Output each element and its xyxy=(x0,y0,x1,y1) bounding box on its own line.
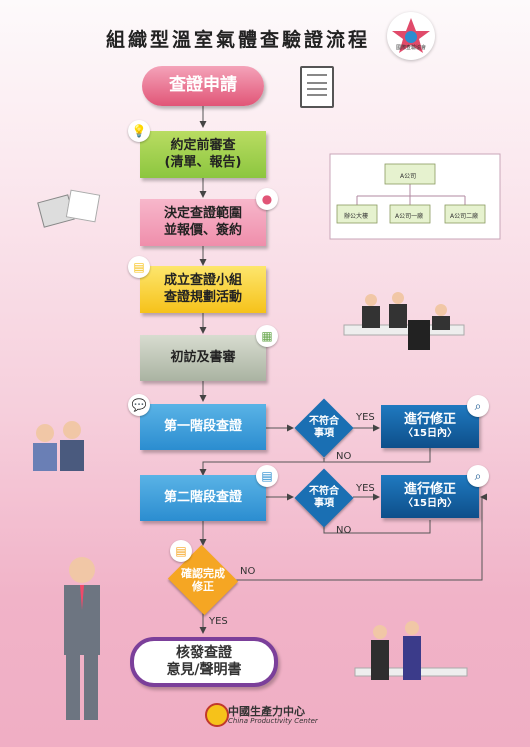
stage1-label: 第一階段查證 xyxy=(163,418,242,434)
prereview-step: 約定前審查 (清單、報告) xyxy=(140,131,266,178)
document-stack-icon xyxy=(65,189,101,223)
presenter-illustration xyxy=(64,557,100,720)
scope-label-2: 並報價、簽約 xyxy=(163,222,242,238)
decision2-yes: YES xyxy=(356,483,375,494)
decision1-line1: 不符合 xyxy=(309,416,339,427)
team-label-2: 查證規劃活動 xyxy=(163,289,242,305)
form-icon: ▤ xyxy=(170,540,192,562)
notepad-icon: ▤ xyxy=(256,465,278,487)
footer-cn: 中國生產力中心 xyxy=(228,705,305,718)
decision1-diamond: 不符合 事項 xyxy=(294,398,354,458)
org-mid: A公司一廠 xyxy=(395,213,424,220)
confirm-line2: 修正 xyxy=(192,580,214,593)
chat-icon: 💬 xyxy=(128,394,150,416)
apply-step: 查證申請 xyxy=(142,66,264,106)
correct1-step: 進行修正 〈15日內〉 xyxy=(381,405,479,448)
logo-text: 國際查驗協會 xyxy=(395,45,426,51)
handshake-illustration xyxy=(354,621,468,680)
apply-label: 查證申請 xyxy=(169,75,237,96)
decision1-no: NO xyxy=(336,451,352,462)
final-line2: 意見/聲明書 xyxy=(166,662,242,678)
correct2-step: 進行修正 〈15日內〉 xyxy=(381,475,479,518)
org-right: A公司二廠 xyxy=(450,213,479,220)
meeting-illustration xyxy=(343,292,465,350)
decision2-line2: 事項 xyxy=(314,498,334,509)
final-line1: 核發查證 xyxy=(176,644,232,661)
checklist-icon: ▦ xyxy=(256,325,278,347)
arrow-confirm-no xyxy=(236,493,487,581)
correct2-line1: 進行修正 xyxy=(403,482,456,498)
team-step: 成立查證小組 查證規劃活動 xyxy=(140,266,266,313)
document-icon: ▤ xyxy=(128,256,150,278)
scope-step: 決定查證範圍 並報價、簽約 xyxy=(140,199,266,246)
correct1-line1: 進行修正 xyxy=(403,412,456,428)
arrow-decision1-no xyxy=(199,448,431,476)
org-left: 辦公大樓 xyxy=(344,213,369,220)
scope-label-1: 決定查證範圍 xyxy=(163,206,242,222)
logo: 國際查驗協會 xyxy=(387,12,435,60)
correct1-line2: 〈15日內〉 xyxy=(403,428,457,440)
prereview-label-1: 約定前審查 xyxy=(170,138,236,154)
stage2-step: 第二階段查證 xyxy=(140,475,266,521)
org-top: A公司 xyxy=(400,173,417,180)
line-decision2-no xyxy=(323,520,431,534)
star-logo-icon xyxy=(392,18,430,53)
page-title: 組織型溫室氣體查驗證流程 xyxy=(105,29,370,51)
footer-en: China Productivity Center xyxy=(228,717,318,725)
decision2-line1: 不符合 xyxy=(309,486,339,497)
search-icon-2: ⌕ xyxy=(467,465,489,487)
prereview-label-2: (清單、報告) xyxy=(164,154,242,170)
decision1-yes: YES xyxy=(356,412,375,423)
confirm-yes: YES xyxy=(209,616,228,627)
visit-step: 初訪及書審 xyxy=(140,335,266,381)
lightbulb-icon: 💡 xyxy=(128,120,150,142)
clipboard-icon xyxy=(300,66,334,108)
confirm-no: NO xyxy=(240,566,256,577)
decision2-no: NO xyxy=(336,525,352,536)
stage1-step: 第一階段查證 xyxy=(140,404,266,450)
team-label-1: 成立查證小組 xyxy=(163,273,242,289)
decision2-diamond: 不符合 事項 xyxy=(294,468,354,528)
final-step: 核發查證 意見/聲明書 xyxy=(130,637,278,687)
advisors-illustration xyxy=(33,421,84,471)
confirm-line1: 確認完成 xyxy=(181,566,225,580)
cpc-logo-icon xyxy=(205,703,229,727)
decision1-line2: 事項 xyxy=(314,428,334,439)
people-icon: ● xyxy=(256,188,278,210)
stage2-label: 第二階段查證 xyxy=(163,489,242,505)
visit-label: 初訪及書審 xyxy=(170,349,236,365)
search-icon: ⌕ xyxy=(467,395,489,417)
confirm-diamond: 確認完成 修正 xyxy=(165,544,241,616)
correct2-line2: 〈15日內〉 xyxy=(403,498,457,510)
